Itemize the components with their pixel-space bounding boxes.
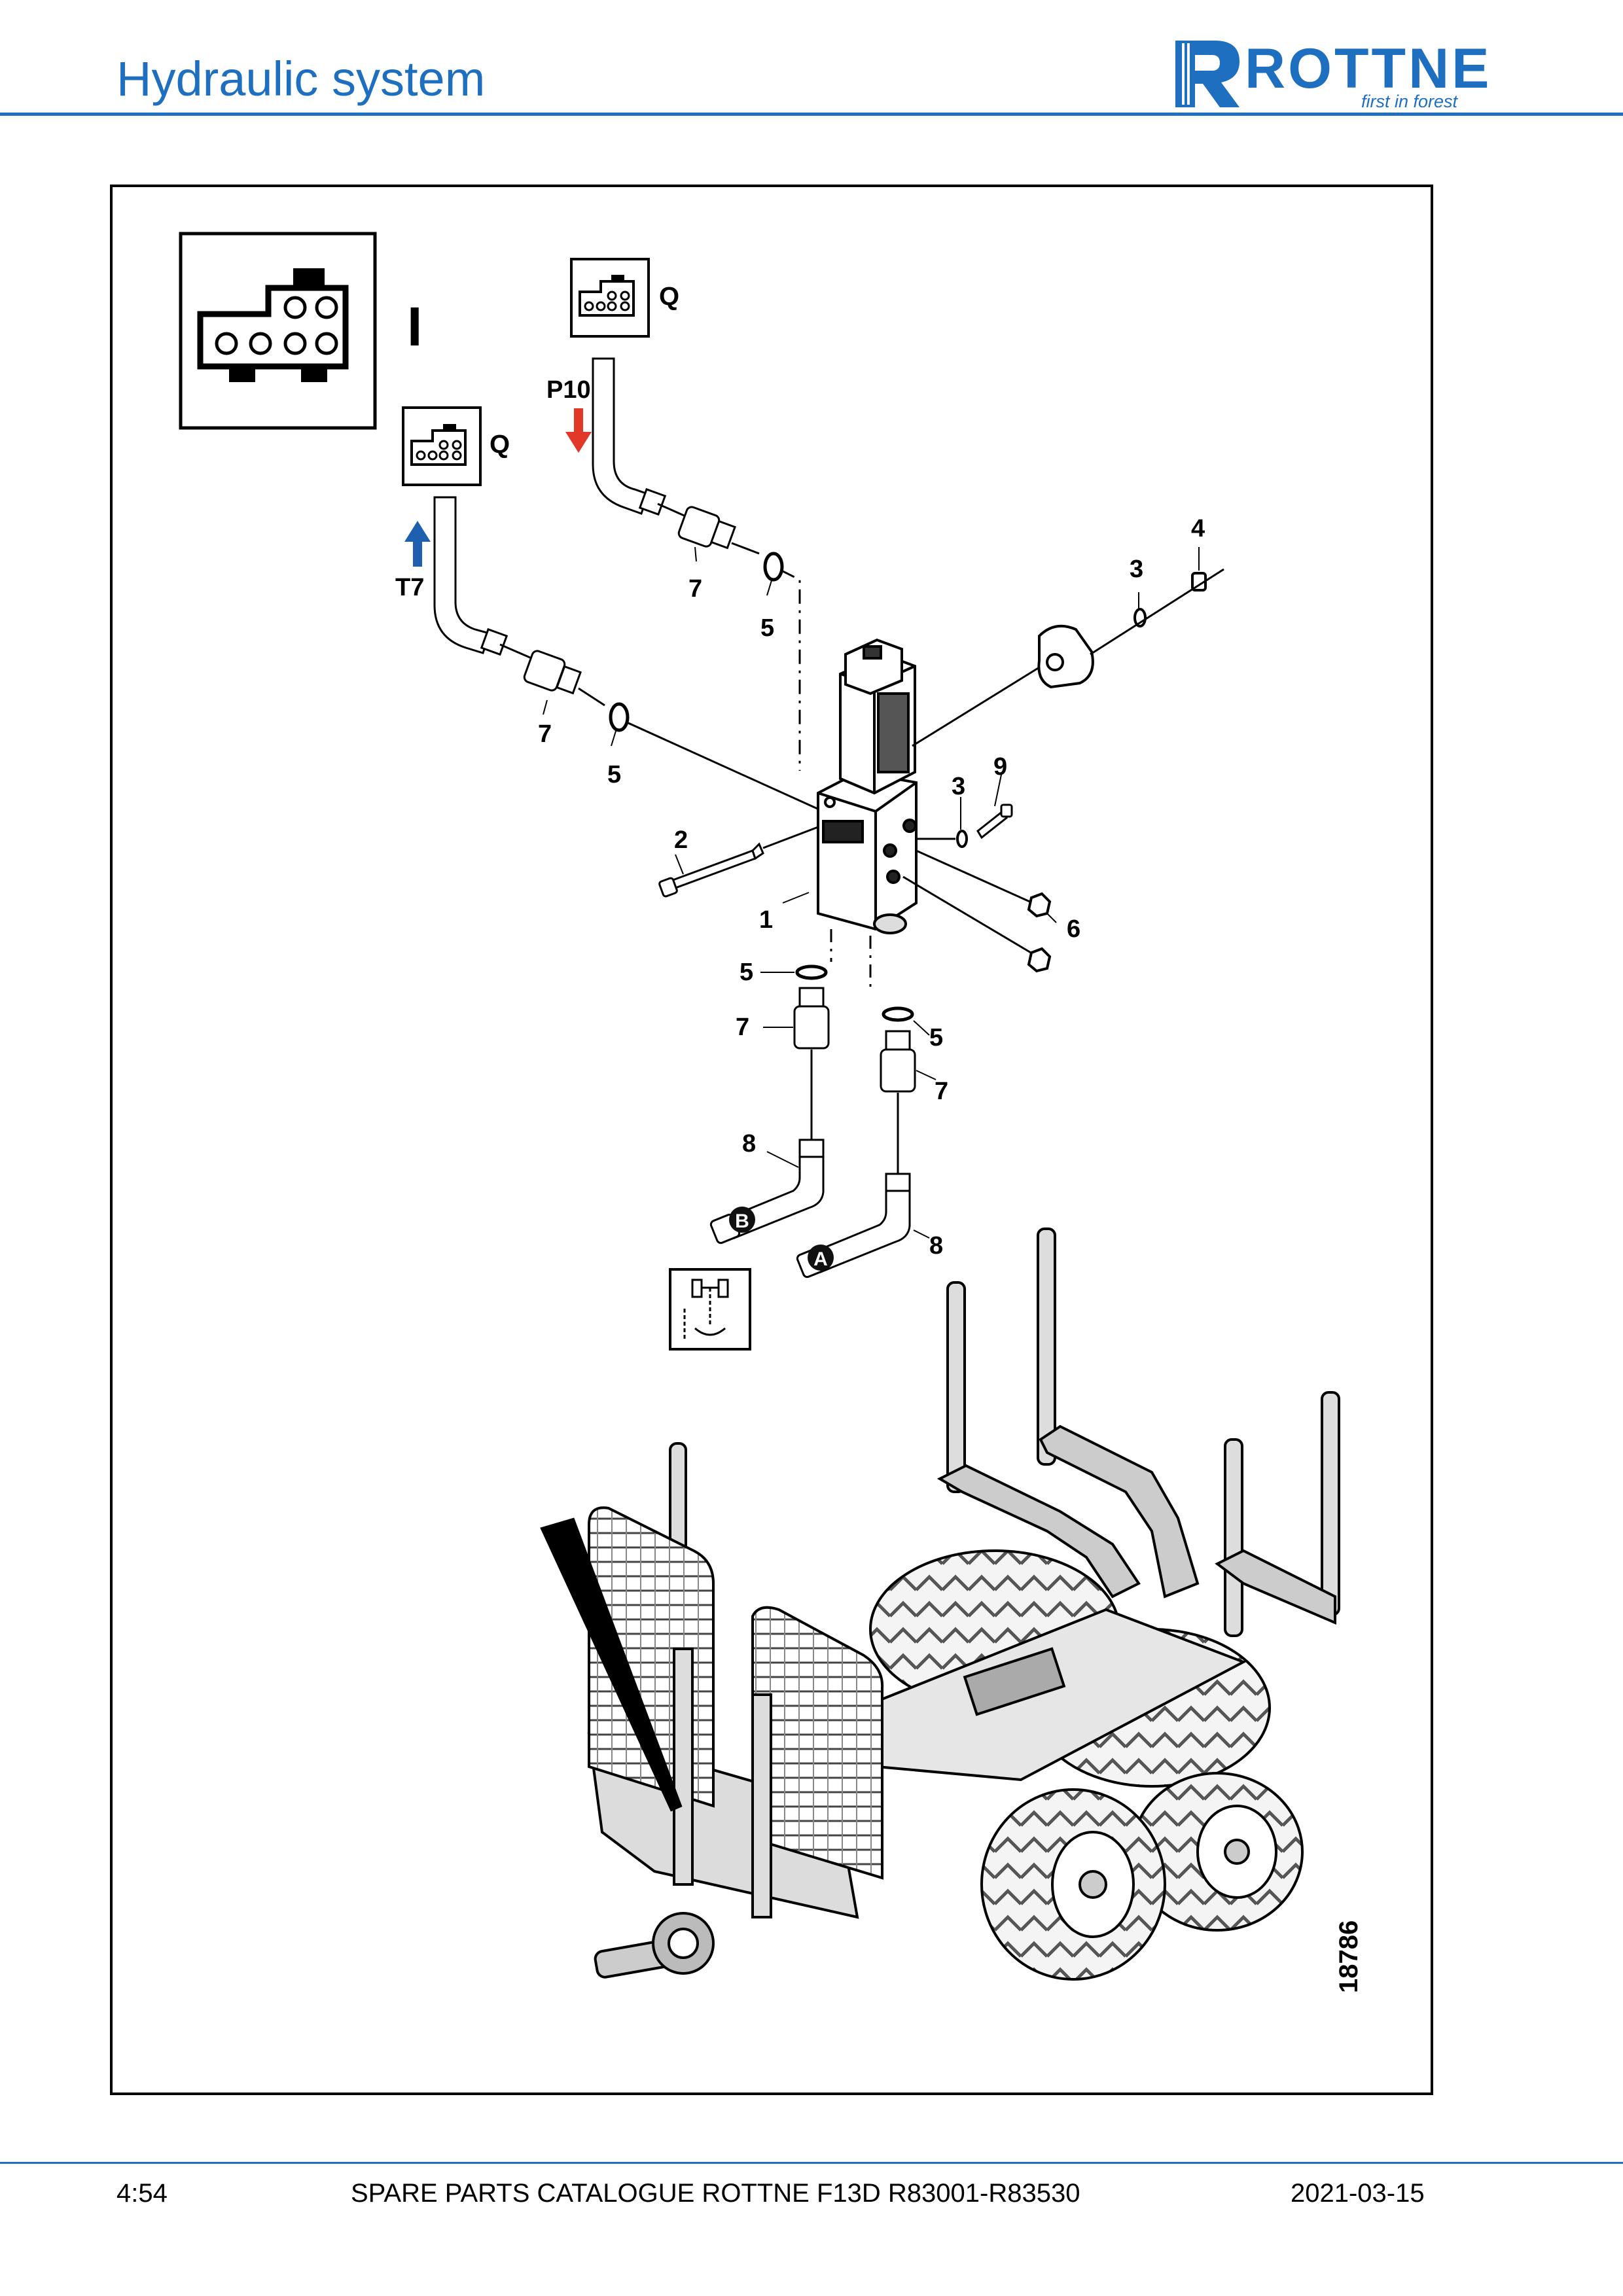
short-bolt — [976, 804, 1013, 839]
callout-5-p10: 5 — [760, 614, 774, 642]
rottne-r-emblem-icon — [1175, 41, 1240, 107]
port-a-badge — [808, 1245, 834, 1271]
long-bolt — [658, 842, 764, 898]
adapter-b — [793, 987, 830, 1050]
connector-q-left-symbol — [402, 406, 482, 486]
o-ring-b — [795, 964, 828, 980]
port-label-p10: P10 — [546, 376, 591, 404]
callout-3-top: 3 — [1130, 556, 1143, 583]
port-b-badge — [729, 1207, 755, 1233]
adapter-t7 — [523, 650, 582, 695]
figure-number: 18786 — [1334, 1920, 1363, 1993]
port-label-b: B — [735, 1210, 749, 1232]
callout-8-b: 8 — [742, 1130, 756, 1157]
solenoid-coil — [839, 638, 916, 795]
callout-7-p10: 7 — [688, 575, 702, 603]
o-ring-a — [882, 1006, 914, 1022]
callout-7-t7: 7 — [538, 720, 552, 748]
rottne-logo: ROTTNE first in forest — [1169, 34, 1509, 113]
connector-i-symbol — [179, 232, 377, 430]
callout-8-a: 8 — [929, 1232, 943, 1260]
diagram-frame — [110, 185, 1433, 2095]
header-rule — [0, 113, 1623, 116]
o-ring-p10 — [763, 552, 784, 582]
callout-1: 1 — [759, 906, 773, 934]
function-symbol-icon — [669, 1268, 751, 1351]
valve-block — [817, 770, 918, 934]
pressure-hose — [592, 357, 667, 516]
callout-4: 4 — [1191, 515, 1205, 542]
connector-q-top-symbol — [570, 258, 650, 338]
tank-arrow-icon — [404, 521, 431, 567]
nut-6a — [1027, 892, 1052, 918]
catalogue-title: SPARE PARTS CATALOGUE ROTTNE F13D R83001… — [351, 2179, 1080, 2208]
callout-9: 9 — [993, 753, 1007, 781]
callout-7-a: 7 — [935, 1078, 948, 1105]
nut-6b — [1027, 947, 1052, 973]
brand-name: ROTTNE — [1245, 37, 1492, 100]
pressure-arrow-icon — [565, 408, 592, 453]
forwarder-illustration — [540, 1227, 1340, 1981]
tank-hose — [433, 496, 508, 656]
callout-6: 6 — [1067, 915, 1080, 943]
washer-top-right — [1133, 608, 1147, 627]
page-title: Hydraulic system — [116, 52, 486, 106]
footer-rule — [0, 2162, 1623, 2164]
adapter-a — [880, 1030, 916, 1093]
port-label-t7: T7 — [395, 574, 424, 601]
callout-7-b: 7 — [736, 1014, 749, 1041]
callout-3-right: 3 — [952, 773, 965, 800]
port-label-a: A — [813, 1248, 828, 1270]
callout-5-a: 5 — [929, 1024, 943, 1051]
callout-5-t7: 5 — [607, 761, 621, 788]
publication-date: 2021-03-15 — [1291, 2179, 1425, 2208]
washer-right — [956, 830, 968, 848]
o-ring-t7 — [609, 702, 630, 732]
solenoid-plug — [1037, 624, 1094, 689]
hose-b — [709, 1139, 825, 1245]
adapter-p10 — [677, 506, 736, 550]
callout-2: 2 — [674, 826, 688, 854]
callout-5-b: 5 — [740, 959, 753, 986]
brand-tagline: first in forest — [1361, 92, 1458, 111]
nut-top-right — [1191, 572, 1207, 592]
connector-label-i: I — [407, 296, 422, 357]
page-number: 4:54 — [116, 2179, 168, 2208]
connector-label-q-top: Q — [659, 282, 679, 311]
connector-label-q-left: Q — [490, 430, 510, 459]
